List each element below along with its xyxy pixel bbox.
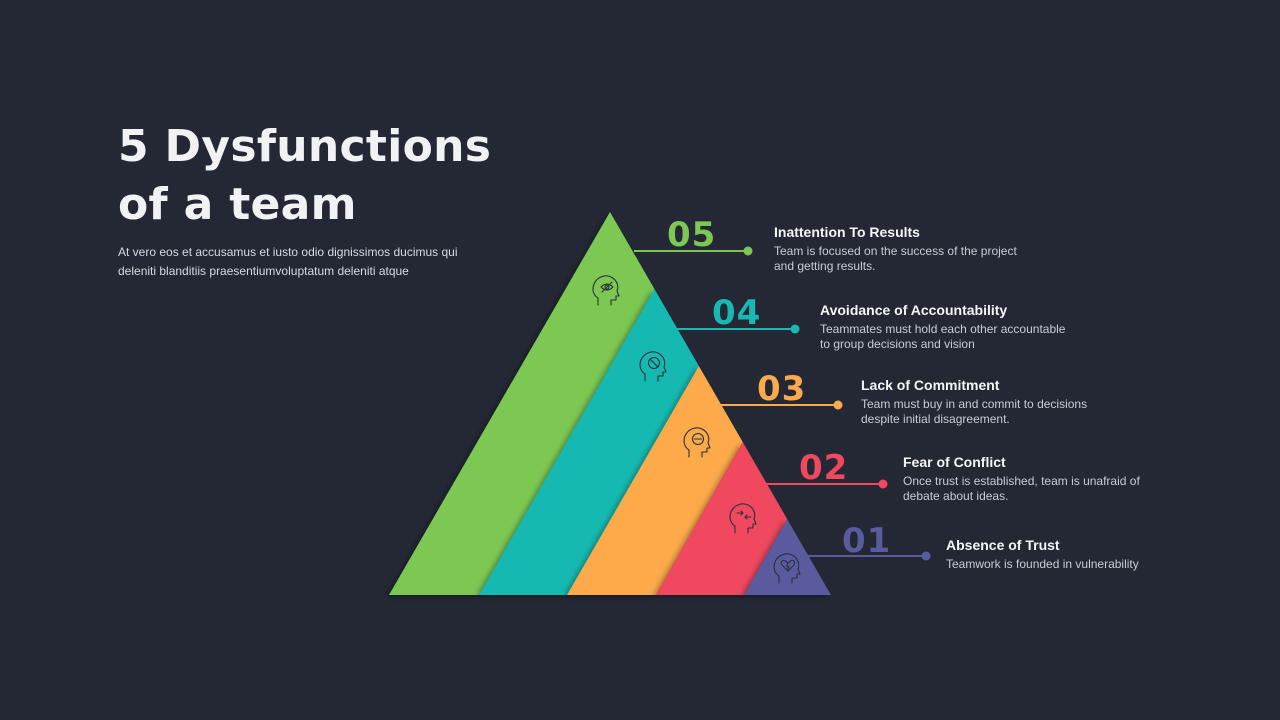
level-title-results: Inattention To Results	[774, 224, 920, 240]
page-title: 5 Dysfunctions of a team	[118, 118, 491, 234]
title-line-1: 5 Dysfunctions	[118, 121, 492, 172]
connector-dot-commitment	[833, 400, 843, 410]
pyramid-layer-conflict	[656, 442, 788, 595]
level-description-results: Team is focused on the success of the pr…	[774, 244, 1017, 273]
connector-dot-trust	[921, 551, 931, 561]
level-title-accountability: Avoidance of Accountability	[820, 302, 1008, 318]
level-title-conflict: Fear of Conflict	[903, 454, 1006, 470]
level-description-trust: Teamwork is founded in vulnerability	[946, 557, 1139, 571]
pyramid-layer-results	[389, 212, 655, 595]
title-line-2: of a team	[118, 179, 357, 230]
pyramid-layer-trust	[744, 519, 831, 595]
level-title-trust: Absence of Trust	[946, 537, 1060, 553]
icon-head-broken-heart-icon	[773, 553, 801, 584]
icon-head-arrows-icon	[729, 503, 757, 534]
icon-head-prohibited-icon	[639, 351, 667, 382]
level-number-commitment: 03	[757, 369, 807, 409]
icon-head-minus-icon	[683, 427, 711, 458]
level-number-conflict: 02	[799, 448, 849, 488]
level-number-results: 05	[667, 215, 717, 255]
pyramid-layer-commitment	[567, 366, 743, 595]
level-number-accountability: 04	[712, 293, 762, 333]
connector-dot-accountability	[790, 324, 800, 334]
icon-head-eye-slash-icon	[592, 275, 620, 306]
connector-dot-results	[743, 246, 753, 256]
level-description-commitment: Team must buy in and commit to decisions…	[861, 397, 1088, 426]
level-number-trust: 01	[842, 521, 892, 561]
pyramid-layer-accountability	[479, 289, 699, 595]
level-description-conflict: Once trust is established, team is unafr…	[903, 474, 1140, 503]
subtitle-text: At vero eos et accusamus et iusto odio d…	[118, 245, 458, 278]
level-title-commitment: Lack of Commitment	[861, 377, 1000, 393]
level-description-accountability: Teammates must hold each other accountab…	[820, 322, 1066, 351]
connector-dot-conflict	[878, 479, 888, 489]
